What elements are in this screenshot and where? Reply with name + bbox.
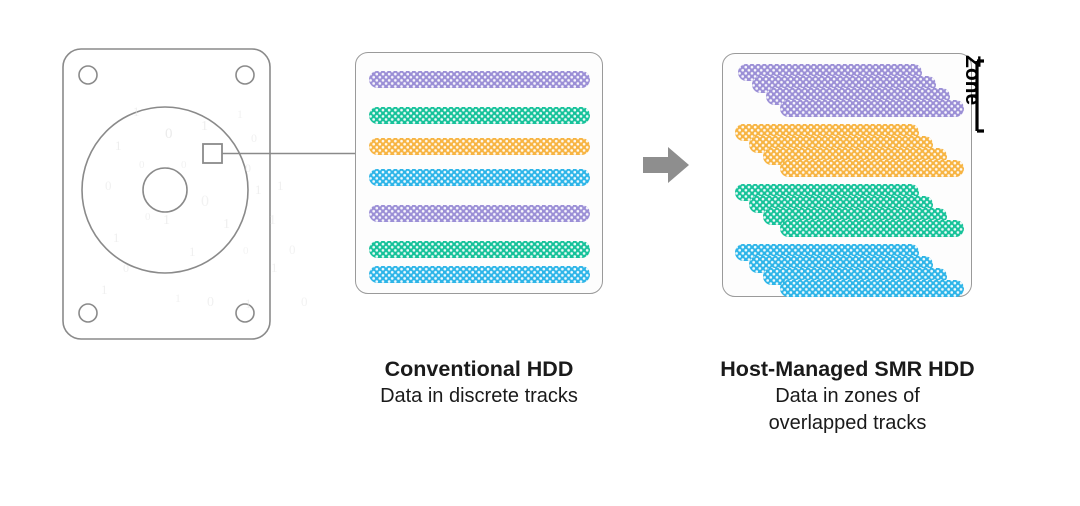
conventional-track (369, 138, 590, 155)
screw-hole-top-left (78, 65, 98, 85)
conventional-track (369, 241, 590, 258)
caption-smr: Host-Managed SMR HDD Data in zones of ov… (685, 355, 1010, 437)
platter-binary-digit: 1 (223, 217, 230, 232)
platter-binary-digits: 10110101000110011111000111010 (101, 104, 308, 311)
bracket-right-icon (971, 59, 984, 133)
screw-hole-top-right (235, 65, 255, 85)
platter-binary-digit: 1 (255, 182, 262, 197)
spindle-hub (142, 167, 188, 213)
platter-binary-digit: 0 (251, 131, 257, 145)
platter-binary-digit: 0 (201, 193, 209, 210)
platter-binary-digit: 0 (245, 161, 251, 175)
platter-binary-digit: 1 (245, 296, 252, 311)
platter-binary-digit: 0 (123, 261, 129, 275)
platter-binary-digit: 1 (269, 213, 276, 228)
caption-smr-subtitle-1: overlapped tracks (768, 412, 927, 434)
arrow-right-icon (641, 144, 691, 186)
platter-binary-digit: 1 (237, 107, 243, 121)
smr-track (780, 100, 964, 117)
conventional-track (369, 266, 590, 283)
caption-conventional-title: Conventional HDD (384, 357, 574, 381)
caption-conventional-subtitle-0: Data in discrete tracks (380, 385, 578, 407)
platter-binary-digit: 1 (201, 119, 208, 134)
platter-binary-digit: 1 (101, 282, 108, 297)
caption-smr-title: Host-Managed SMR HDD (720, 357, 975, 381)
smr-track (780, 220, 964, 237)
platter-binary-digit: 0 (289, 242, 296, 257)
smr-track (780, 280, 964, 297)
conventional-track (369, 107, 590, 124)
platter-binary-digit: 1 (271, 260, 278, 275)
platter-binary-digit: 0 (139, 159, 145, 171)
platter-binary-digit: 1 (277, 178, 284, 193)
platter-binary-digit: 1 (133, 104, 140, 119)
conventional-hdd-panel (355, 52, 603, 294)
platter-binary-digit: 0 (301, 294, 308, 309)
screw-hole-bottom-right (235, 303, 255, 323)
conventional-track (369, 169, 590, 186)
platter-binary-digit: 0 (165, 126, 173, 142)
smr-track (780, 160, 964, 177)
conventional-track (369, 205, 590, 222)
platter-binary-digit: 1 (163, 213, 170, 228)
hdd-drive-svg: 10110101000110011111000111010 (62, 48, 357, 340)
platter-binary-digit: 1 (115, 138, 122, 153)
hdd-drive-illustration: 10110101000110011111000111010 (55, 38, 357, 348)
screw-hole-bottom-left (78, 303, 98, 323)
platter-binary-digit: 1 (113, 230, 120, 245)
host-managed-smr-panel (722, 53, 972, 297)
zone-label: Zone (961, 55, 984, 106)
caption-smr-subtitle-0: Data in zones of (775, 385, 920, 407)
platter-binary-digit: 1 (189, 244, 196, 259)
caption-conventional: Conventional HDD Data in discrete tracks (339, 355, 619, 410)
platter-binary-digit: 0 (243, 245, 249, 257)
zone-annotation: Zone (961, 55, 1038, 133)
platter-binary-digit: 0 (181, 159, 187, 171)
track-callout-square (202, 143, 223, 164)
conventional-track (369, 71, 590, 88)
platter-binary-digit: 0 (105, 178, 112, 193)
platter-binary-digit: 0 (145, 211, 151, 223)
platter-binary-digit: 1 (175, 291, 181, 305)
platter-binary-digit: 0 (207, 295, 214, 310)
